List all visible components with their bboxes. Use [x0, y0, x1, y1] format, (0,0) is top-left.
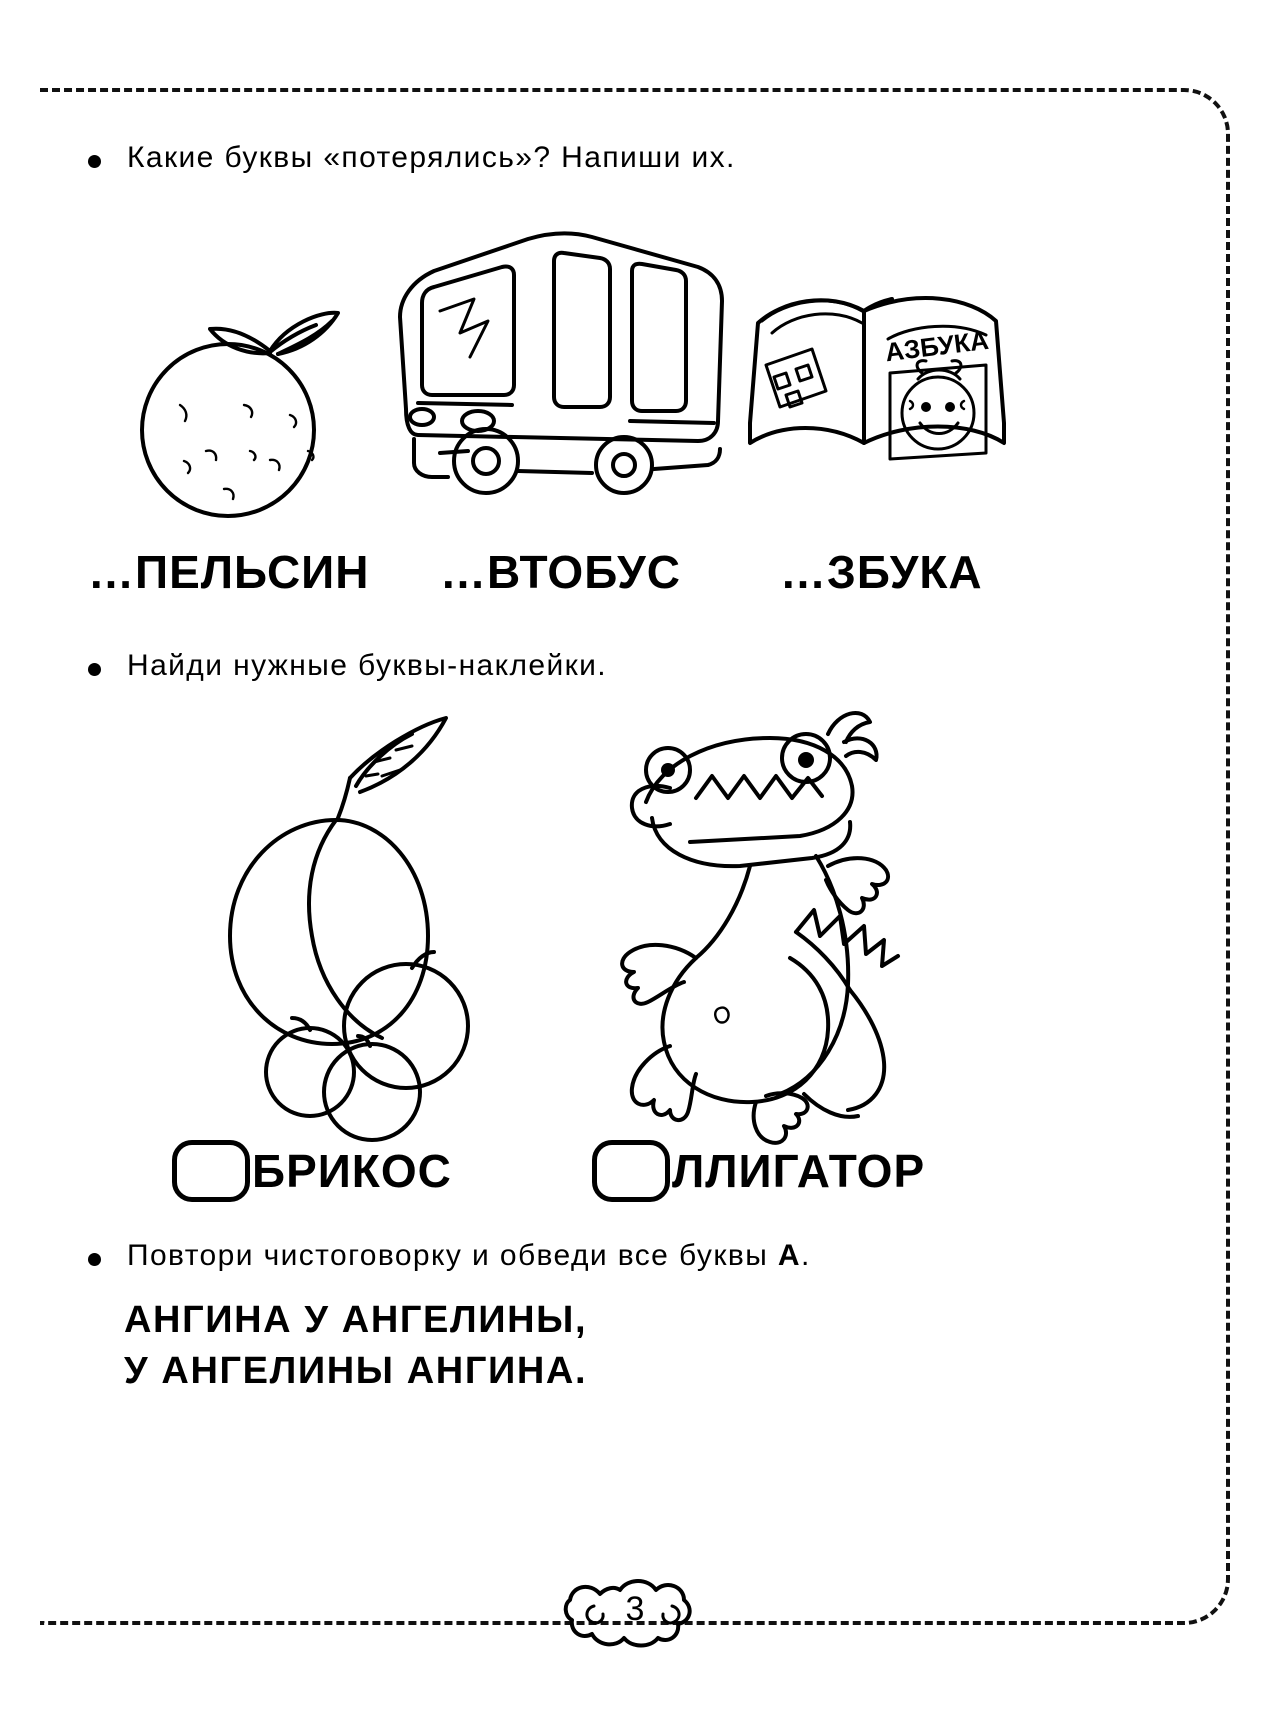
- word-apricot: БРИКОС: [252, 1145, 452, 1197]
- sticker-word-row: БРИКОС ЛЛИГАТОР: [0, 1140, 1270, 1220]
- sticker-slot-apricot[interactable]: [172, 1140, 250, 1202]
- task-2-text: Найди нужные буквы-наклейки.: [127, 649, 608, 682]
- word-abc: …ЗБУКА: [780, 546, 983, 598]
- tongue-twister: АНГИНА У АНГЕЛИНЫ, У АНГЕЛИНЫ АНГИНА.: [124, 1295, 587, 1398]
- bullet-icon: [88, 1253, 101, 1266]
- picture-word-row-1: …ПЕЛЬСИН …ВТОБУС …ЗБУКА: [0, 545, 1270, 607]
- book-title-text: АЗБУКА: [883, 325, 990, 367]
- picture-row-1: АЗБУКА: [0, 225, 1270, 525]
- task-1-text: Какие буквы «потерялись»? Напиши их.: [127, 141, 736, 174]
- sticker-item-apricot: БРИКОС: [172, 1140, 452, 1202]
- tongue-twister-line-2: У АНГЕЛИНЫ АНГИНА.: [124, 1350, 588, 1393]
- task-2-instruction: Найди нужные буквы-наклейки.: [88, 648, 607, 684]
- word-orange: …ПЕЛЬСИН: [88, 546, 370, 598]
- task-3-instruction: Повтори чистоговорку и обведи все буквы …: [88, 1238, 811, 1274]
- sticker-item-alligator: ЛЛИГАТОР: [592, 1140, 925, 1202]
- apricot-icon: [160, 700, 490, 1142]
- alligator-icon: [600, 690, 930, 1145]
- task-1-instruction: Какие буквы «потерялись»? Напиши их.: [88, 140, 736, 176]
- sticker-slot-alligator[interactable]: [592, 1140, 670, 1202]
- task-3-text-after: .: [800, 1239, 811, 1272]
- cloud-icon: [563, 1579, 692, 1648]
- bus-icon: [378, 225, 738, 495]
- orange-icon: [120, 255, 360, 525]
- abc-book-icon: АЗБУКА: [742, 273, 1022, 493]
- task-3-text-before: Повтори чистоговорку и обведи все буквы: [127, 1239, 778, 1272]
- task-3-letter: А: [777, 1239, 801, 1272]
- task-3-text: Повтори чистоговорку и обведи все буквы …: [127, 1238, 811, 1274]
- word-alligator: ЛЛИГАТОР: [672, 1145, 926, 1197]
- bullet-icon: [88, 155, 101, 168]
- page-number-badge: 3: [560, 1560, 710, 1660]
- dashed-page-border: [40, 88, 1230, 1625]
- bullet-icon: [88, 663, 101, 676]
- tongue-twister-line-1: АНГИНА У АНГЕЛИНЫ,: [124, 1299, 588, 1341]
- page-number: 3: [625, 1590, 645, 1628]
- picture-row-2: [0, 690, 1270, 1145]
- word-bus: …ВТОБУС: [440, 546, 681, 598]
